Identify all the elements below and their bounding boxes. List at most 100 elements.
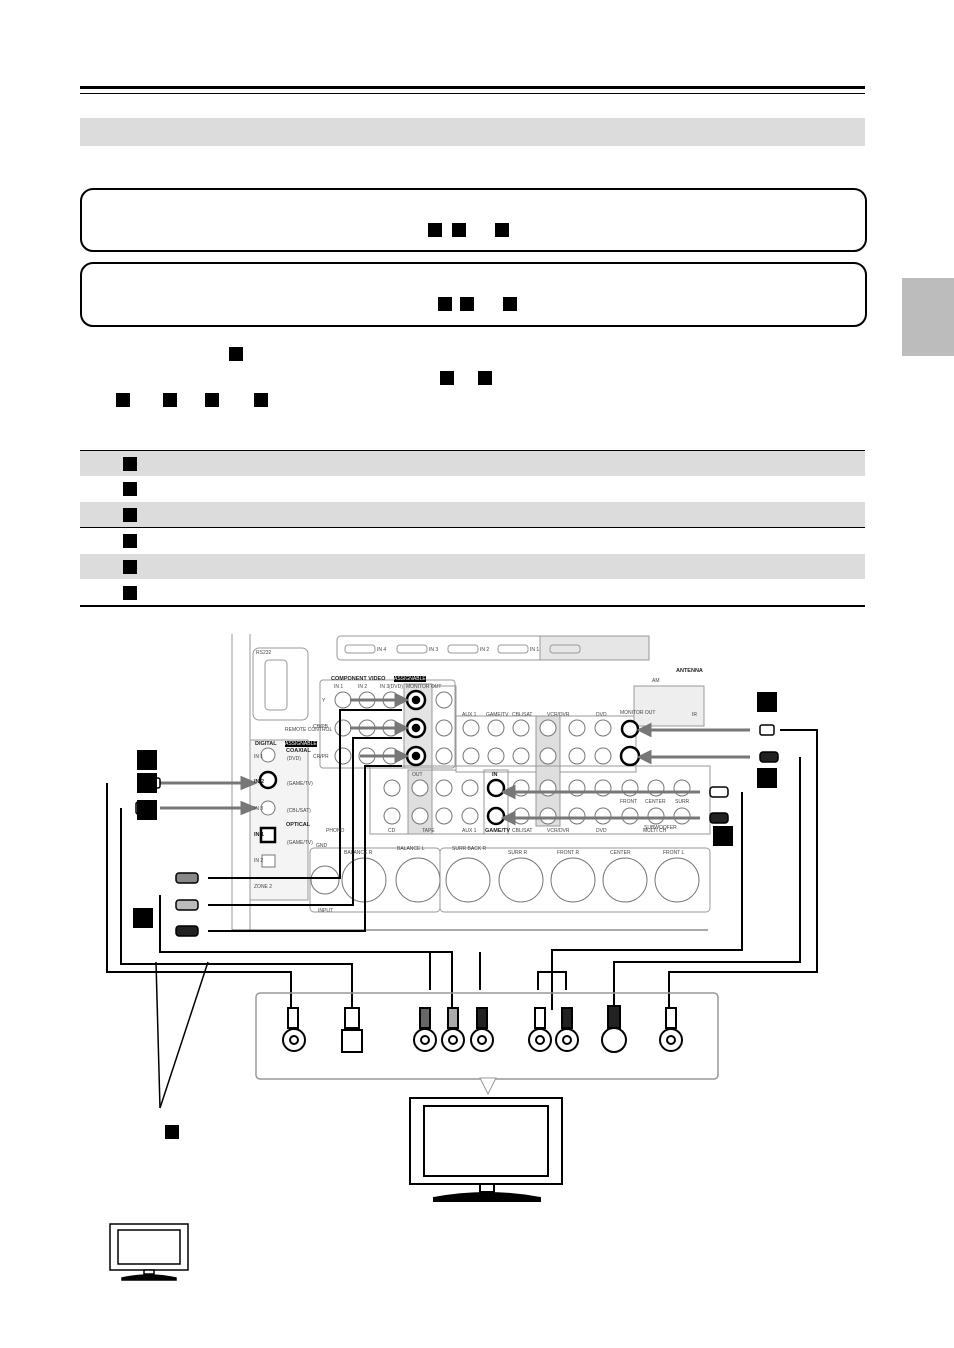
port-label: CR/PR (313, 754, 329, 760)
callout-marker (137, 773, 157, 793)
table-row (80, 528, 865, 553)
callout-marker (165, 1125, 179, 1139)
port-label: (DVD) (287, 756, 301, 762)
port-label: IN 1 (254, 754, 264, 760)
port-label: BALANCE R (344, 850, 373, 856)
note-box-1 (80, 188, 867, 252)
table-row (80, 580, 865, 605)
port-label: REMOTE CONTROL (285, 727, 333, 733)
port-label: IN 2 (254, 779, 265, 785)
table-row (80, 502, 865, 527)
port-label: FRONT R (557, 850, 580, 856)
marker-square (452, 223, 466, 237)
cables (106, 709, 818, 1010)
port-label: IN 1 (334, 684, 344, 690)
port-label: VCR/DVR (547, 712, 570, 718)
port-label: (CBL/SAT) (287, 808, 311, 814)
table-rule (80, 527, 865, 528)
callout-marker (133, 908, 153, 928)
section-heading-bar (80, 118, 865, 146)
port-label: CENTER (610, 850, 631, 856)
marker-square (205, 393, 219, 407)
table-row (80, 451, 865, 476)
port-label: AM (652, 678, 660, 684)
panel-pointer (479, 1077, 497, 1096)
callout-lines (155, 961, 209, 1109)
header-rule-thick (80, 86, 865, 89)
header-rule-thin (80, 93, 865, 94)
port-label: Y (322, 698, 326, 704)
plugs (135, 724, 779, 937)
port-label: FRONT (620, 799, 638, 805)
port-label: AUX 1 (462, 712, 477, 718)
port-label: SURR (675, 799, 690, 805)
port-label: DIGITAL (255, 741, 277, 747)
marker-square (478, 371, 492, 385)
port-label: SURR BACK R (452, 846, 487, 852)
callout-marker (137, 800, 157, 820)
port-label: IN 2 (358, 684, 368, 690)
port-label: OPTICAL (286, 822, 311, 828)
marker-square (254, 393, 268, 407)
tv-illustration (409, 1097, 563, 1202)
port-label: GND (316, 843, 328, 849)
port-label: TAPE (422, 828, 435, 834)
port-label: IN 3 (380, 684, 390, 690)
port-label: MULTI CH (643, 828, 667, 834)
port-label: IN 1 (530, 647, 540, 653)
port-label: IN (492, 772, 498, 778)
receiver-rear-panel (231, 634, 711, 931)
port-label: CB/PB (313, 724, 329, 730)
callout-marker (713, 826, 733, 846)
port-label: DVD (596, 712, 607, 718)
port-label: SUBWOOFER (644, 825, 677, 831)
port-label: IN 2 (480, 647, 490, 653)
marker-square (229, 347, 243, 361)
marker-square (495, 223, 509, 237)
port-label: ANTENNA (676, 668, 703, 674)
tv-input-jacks (282, 1005, 683, 1053)
callout-marker (757, 768, 777, 788)
port-label: INPUT (318, 908, 333, 914)
port-label: COMPONENT VIDEO (331, 676, 386, 682)
port-label: FRONT L (663, 850, 685, 856)
port-label: CENTER (645, 799, 666, 805)
table-row (80, 476, 865, 501)
marker-square (438, 297, 452, 311)
port-label: IN 2 (254, 858, 264, 864)
table-row (80, 554, 865, 579)
port-label: DVD (596, 828, 607, 834)
port-label: VCR/DVR (547, 828, 570, 834)
table-rule (80, 605, 865, 607)
port-label: ZONE 2 (254, 884, 273, 890)
port-label: GAME/TV (486, 712, 509, 718)
port-label: COAXIAL (286, 748, 311, 754)
callout-marker (137, 750, 157, 770)
marker-square (460, 297, 474, 311)
table-rule (80, 450, 865, 451)
port-label: (GAME/TV) (287, 840, 313, 846)
callout-marker (757, 692, 777, 712)
port-label: RS232 (256, 650, 272, 656)
marker-square (428, 223, 442, 237)
port-label: IN 4 (377, 647, 387, 653)
port-label: IN 3 (429, 647, 439, 653)
small-tv-icon (109, 1223, 189, 1281)
port-label: IN 3 (254, 806, 264, 812)
port-label: GAME/TV (485, 828, 511, 834)
cable-arrows (160, 692, 750, 826)
port-label: BALANCE L (397, 846, 425, 852)
chapter-side-tab (902, 278, 954, 356)
port-label: CBL/SAT (512, 712, 533, 718)
port-label: IN 1 (254, 832, 265, 838)
marker-square (440, 371, 454, 385)
marker-square (116, 393, 130, 407)
note-box-2 (80, 262, 867, 327)
port-label: (DVD) (389, 684, 403, 690)
port-label: MONITOR OUT (620, 710, 656, 716)
port-label: AUX 1 (462, 828, 477, 834)
port-label: IR (692, 712, 697, 718)
port-label: PHONO (326, 828, 345, 834)
marker-square (503, 297, 517, 311)
